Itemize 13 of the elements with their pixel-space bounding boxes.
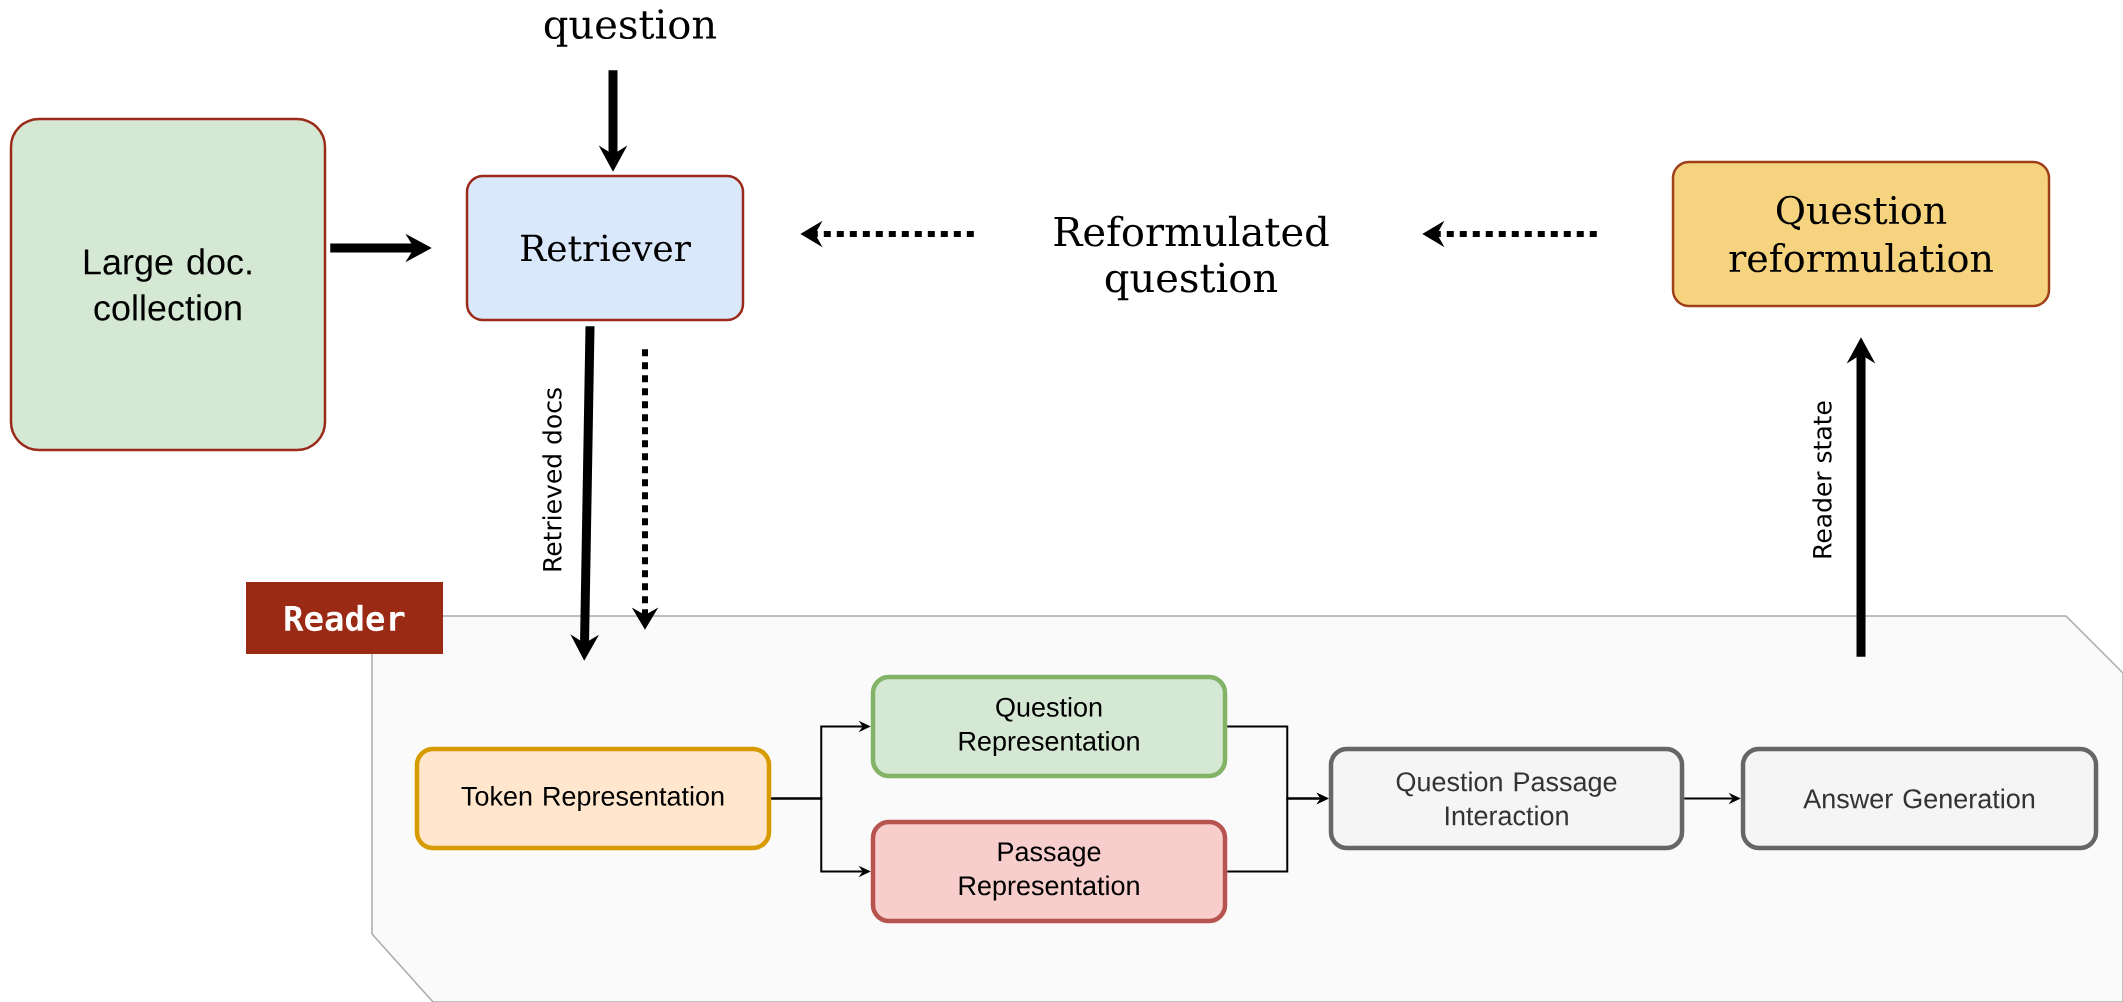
document-store-box: Large doc. collection [9,117,327,452]
process-box: Answer Generation [1740,746,2099,851]
edge-label: Reader state [1810,398,1834,562]
text-label: Reformulated question [1054,215,1329,301]
process-box: Question Passage Interaction [1328,746,1685,851]
edge-label: Retrieved docs [540,385,564,575]
title-tag: Reader [246,582,443,654]
process-box: Question Representation [870,674,1228,779]
process-box: Passage Representation [870,819,1228,924]
process-box: Token Representation [414,746,772,851]
text-label: question [544,9,717,47]
process-box: Question reformulation [1671,160,2051,308]
process-box: Retriever [465,174,745,322]
